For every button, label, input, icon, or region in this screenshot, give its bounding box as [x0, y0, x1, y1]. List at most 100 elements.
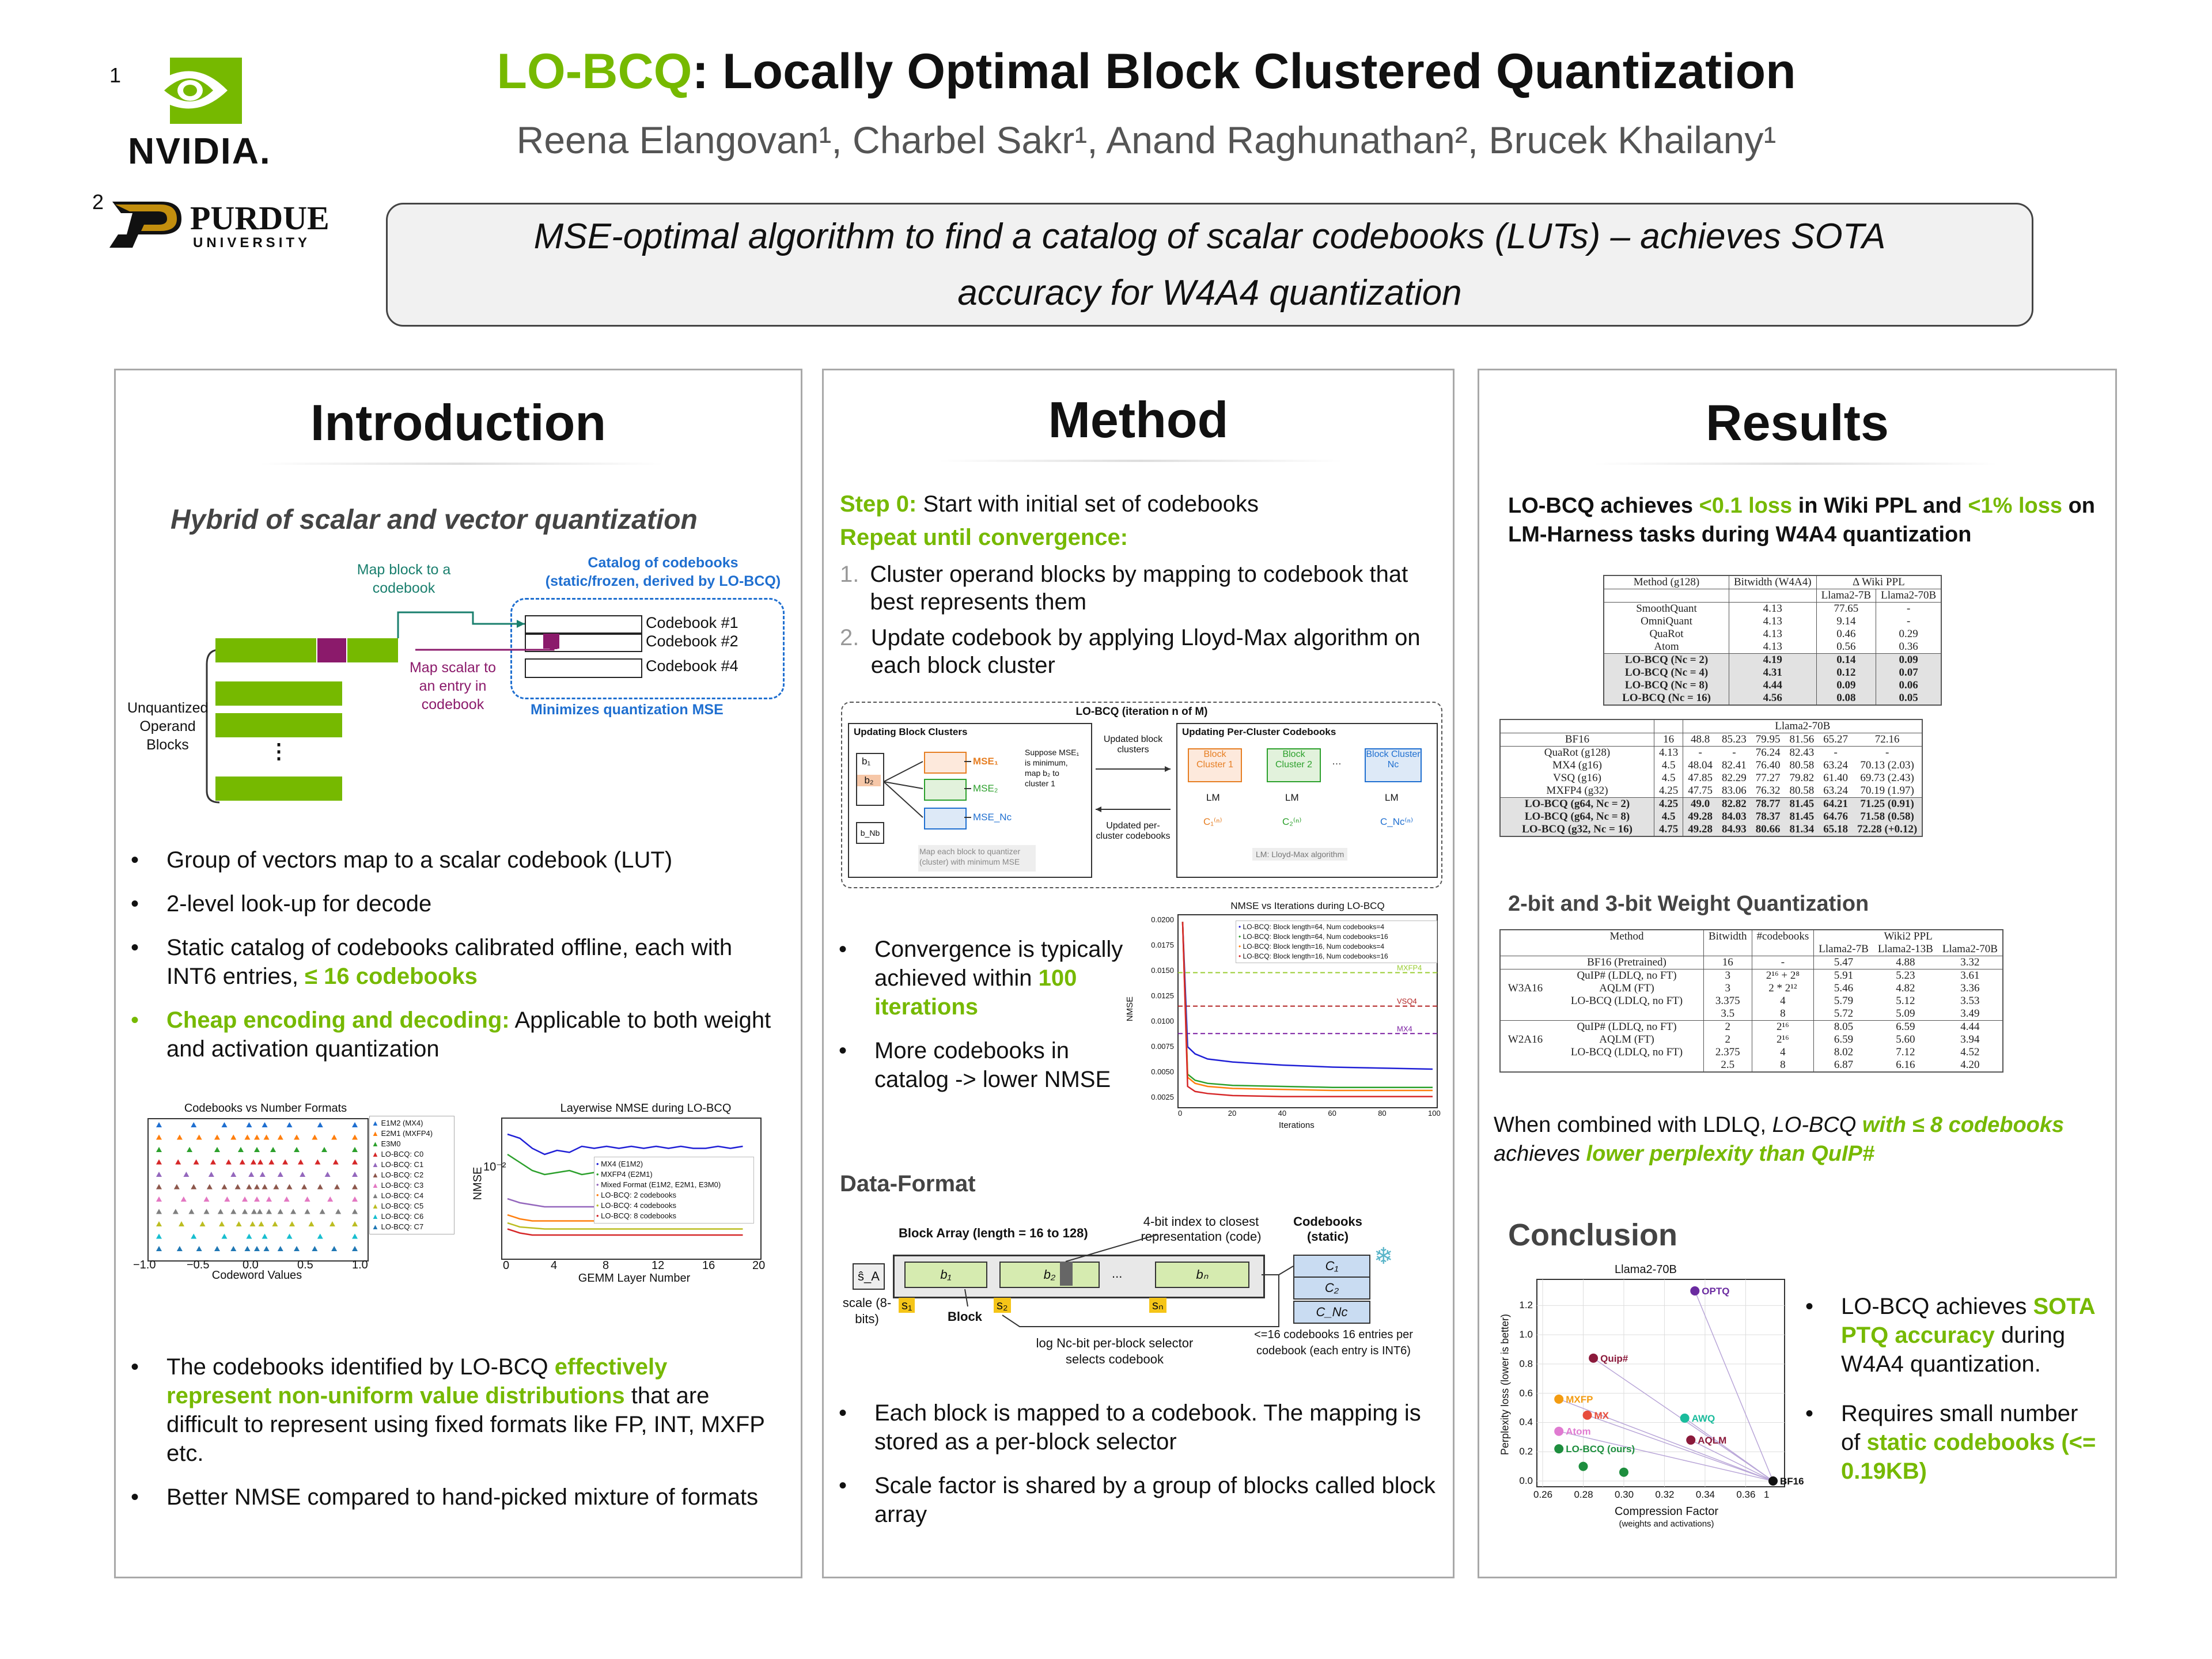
codebooks-fig-title: Codebooks vs Number Formats: [184, 1102, 347, 1115]
table-cell: LO-BCQ (Nc = 16): [1622, 692, 1711, 704]
lm-note: LM: Lloyd-Max algorithm: [1252, 848, 1348, 861]
table-cell: QuIP# (LDLQ, no FT): [1577, 1021, 1677, 1033]
legend-entry: • LO-BCQ: 2 codebooks: [596, 1191, 676, 1199]
codeword-marker: [352, 1221, 358, 1226]
block-label: Block: [948, 1309, 982, 1324]
codeword-marker: [156, 1122, 162, 1127]
reference-label: MX4: [1397, 1024, 1412, 1033]
codeword-marker: [236, 1221, 242, 1226]
table-cell: 49.28: [1683, 823, 1717, 836]
codeword-marker: [187, 1147, 193, 1152]
codeword-marker: [317, 1184, 323, 1190]
legend-entry: ▲ E3M0: [372, 1139, 401, 1148]
intro-bullet: Better NMSE compared to hand-picked mixt…: [131, 1483, 778, 1512]
codeword-marker: [277, 1134, 283, 1140]
legend-entry: ▲ LO-BCQ: C2: [372, 1171, 424, 1179]
layerwise-xtick: 12: [652, 1259, 665, 1272]
purdue-sup: 2: [92, 190, 104, 214]
reference-label: VSQ4: [1397, 997, 1417, 1006]
codeword-marker: [219, 1221, 225, 1226]
layerwise-xtick: 4: [551, 1259, 558, 1272]
scatter-point: [1589, 1353, 1599, 1363]
cn-label: C_Nc⁽ⁿ⁾: [1380, 816, 1414, 827]
conv-bullets: Convergence is typically achieved within…: [824, 935, 1123, 1109]
legend-entry: • LO-BCQ: Block length=64, Num codebooks…: [1238, 923, 1385, 931]
table-cell: 6.87: [1813, 1059, 1873, 1071]
table-cell: 2 * 2¹²: [1751, 982, 1814, 995]
table-cell: 84.03: [1722, 810, 1747, 823]
series-line: [1181, 922, 1433, 1097]
left-title: Updating Block Clusters: [854, 726, 968, 737]
table-cell: 0.14: [1816, 653, 1876, 666]
codeword-marker: [199, 1221, 206, 1226]
table-cell: 82.41: [1722, 759, 1747, 771]
point-label: Atom: [1566, 1426, 1590, 1437]
point-label: AQLM: [1698, 1435, 1726, 1446]
codeword-marker: [352, 1233, 358, 1239]
table-cell: 71.25 (0.91): [1860, 798, 1914, 810]
cb1-label: Codebook #1: [646, 614, 738, 631]
block-array-label: Block Array (length = 16 to 128): [899, 1226, 1088, 1240]
reference-label: MXFP4: [1397, 964, 1422, 972]
group-label: W2A16: [1508, 1033, 1543, 1046]
table-cell: 0.12: [1816, 666, 1876, 679]
cluster-n: Block Cluster Nc: [1365, 748, 1422, 782]
table-cell: 0.06: [1876, 679, 1941, 692]
codeword-marker: [191, 1233, 197, 1239]
group-label: [1501, 1021, 1550, 1034]
group-label: [1501, 1007, 1550, 1021]
codeword-marker: [172, 1209, 179, 1214]
table-cell: 5.12: [1896, 995, 1915, 1007]
table-cell: 0.36: [1876, 641, 1941, 654]
df-bn: bₙ: [1155, 1262, 1249, 1288]
table-cell: 3.36: [1960, 982, 1980, 994]
hybrid-diagram: Map block to a codebook Catalog of codeb…: [127, 555, 790, 814]
legend-entry: ▲ LO-BCQ: C5: [372, 1202, 424, 1210]
codeword-marker: [263, 1134, 270, 1140]
codeword-marker: [258, 1221, 264, 1226]
x-tick: 0.30: [1614, 1489, 1634, 1500]
method-bullet: Each block is mapped to a codebook. The …: [839, 1399, 1446, 1456]
codebooks-label: Codebooks (static): [1293, 1214, 1362, 1244]
codeword-marker: [206, 1184, 213, 1190]
ldlq-note: When combined with LDLQ, LO-BCQ with ≤ 8…: [1494, 1113, 2065, 1166]
table-cell: 72.28 (+0.12): [1857, 823, 1918, 835]
x-tick: 0.32: [1655, 1489, 1675, 1500]
codeword-marker: [251, 1209, 257, 1214]
scatter-point: [1680, 1413, 1690, 1423]
codeword-marker: [250, 1159, 256, 1165]
table-cell: 80.66: [1755, 823, 1781, 835]
y-tick: 0.0: [1519, 1475, 1533, 1486]
conclusion-bullet: Requires small number of static codebook…: [1805, 1399, 2101, 1486]
scatter-xsub: (weights and activations): [1619, 1519, 1714, 1529]
table-cell: 4.5: [1653, 810, 1683, 823]
c2-label: C₂⁽ⁿ⁾: [1282, 816, 1302, 827]
codeword-marker: [331, 1134, 338, 1140]
mse1-label: MSE₁: [973, 756, 998, 767]
tagline: MSE-optimal algorithm to find a catalog …: [533, 216, 1886, 313]
cb2-label: Codebook #2: [646, 632, 738, 650]
table-cell: 65.27: [1823, 733, 1848, 745]
table-cell: 0.46: [1816, 628, 1876, 641]
codeword-marker: [257, 1209, 263, 1214]
map-scalar-label: Map scalar to an entry in codebook: [409, 660, 497, 713]
point-label: MX: [1594, 1410, 1609, 1421]
codeword-marker: [234, 1184, 241, 1190]
y-tick: 0.6: [1519, 1387, 1533, 1399]
codebooks-xtick: 1.0: [352, 1259, 368, 1271]
cb4-label: Codebook #4: [646, 657, 738, 675]
mse2-label: MSE₂: [973, 783, 998, 794]
codeword-marker: [176, 1246, 183, 1251]
codeword-marker: [352, 1159, 358, 1165]
block-row-2: [215, 681, 342, 706]
y-tick: 0.8: [1519, 1358, 1533, 1369]
codeword-marker: [188, 1209, 195, 1214]
table-cell: 4.13: [1729, 641, 1817, 654]
table-cell: 63.24: [1823, 785, 1848, 797]
